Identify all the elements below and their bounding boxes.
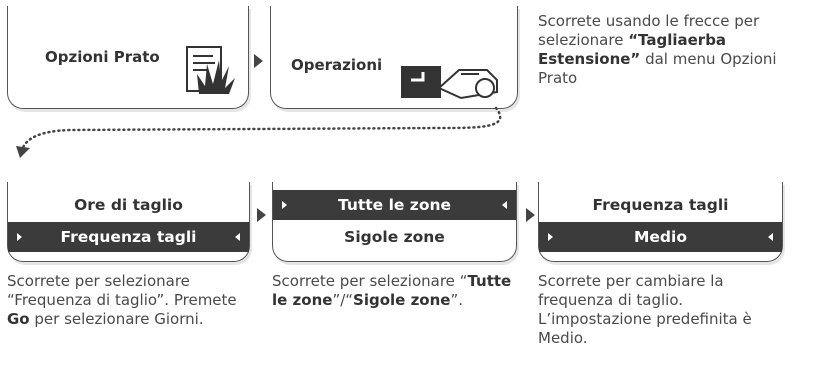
scroll-left-icon [235, 233, 240, 241]
description-step-2: Scorrete per selezionare “Tutte le zone”… [272, 272, 512, 309]
panel-operazioni: Operazioni [270, 6, 518, 109]
description-step-3: Scorrete per cambiare la frequenza di ta… [538, 272, 752, 347]
description-step-1: Scorrete per selezionare “Frequenza di t… [7, 272, 237, 328]
panel-title: Operazioni [291, 56, 383, 74]
menu-item-label: Frequenza tagli [60, 228, 197, 246]
scroll-right-icon [548, 233, 553, 241]
arrow-right-icon [526, 208, 535, 222]
menu-item-label: Tutte le zone [337, 196, 452, 214]
menu-panel-frequenza: Ore di taglio Frequenza tagli [7, 182, 250, 262]
scroll-right-icon [282, 201, 287, 209]
lawn-options-icon [186, 46, 235, 94]
menu-item-tutte-le-zone[interactable]: Tutte le zone [273, 190, 516, 220]
menu-item-medio[interactable]: Medio [539, 222, 782, 252]
top-description: Scorrete usando le frecce per selezionar… [538, 12, 777, 87]
mower-icon [401, 66, 498, 100]
arrow-right-icon [257, 208, 266, 222]
panel-title: Opzioni Prato [45, 48, 160, 66]
menu-item-label: Sigole zone [344, 228, 445, 246]
arrow-right-icon [254, 54, 263, 68]
menu-item-label: Frequenza tagli [592, 196, 729, 214]
menu-item-frequenza-tagli[interactable]: Frequenza tagli [8, 222, 249, 252]
menu-item-frequenza-tagli[interactable]: Frequenza tagli [539, 190, 782, 220]
menu-item-ore-di-taglio[interactable]: Ore di taglio [8, 190, 249, 220]
scroll-right-icon [17, 233, 22, 241]
menu-panel-medio: Frequenza tagli Medio [538, 182, 783, 262]
scroll-left-icon [502, 201, 507, 209]
scroll-left-icon [768, 233, 773, 241]
menu-panel-zone: Tutte le zone Sigole zone [272, 182, 517, 262]
menu-item-sigole-zone[interactable]: Sigole zone [273, 222, 516, 252]
panel-opzioni-prato: Opzioni Prato [7, 6, 249, 109]
menu-item-label: Ore di taglio [74, 196, 183, 214]
menu-item-label: Medio [634, 228, 687, 246]
